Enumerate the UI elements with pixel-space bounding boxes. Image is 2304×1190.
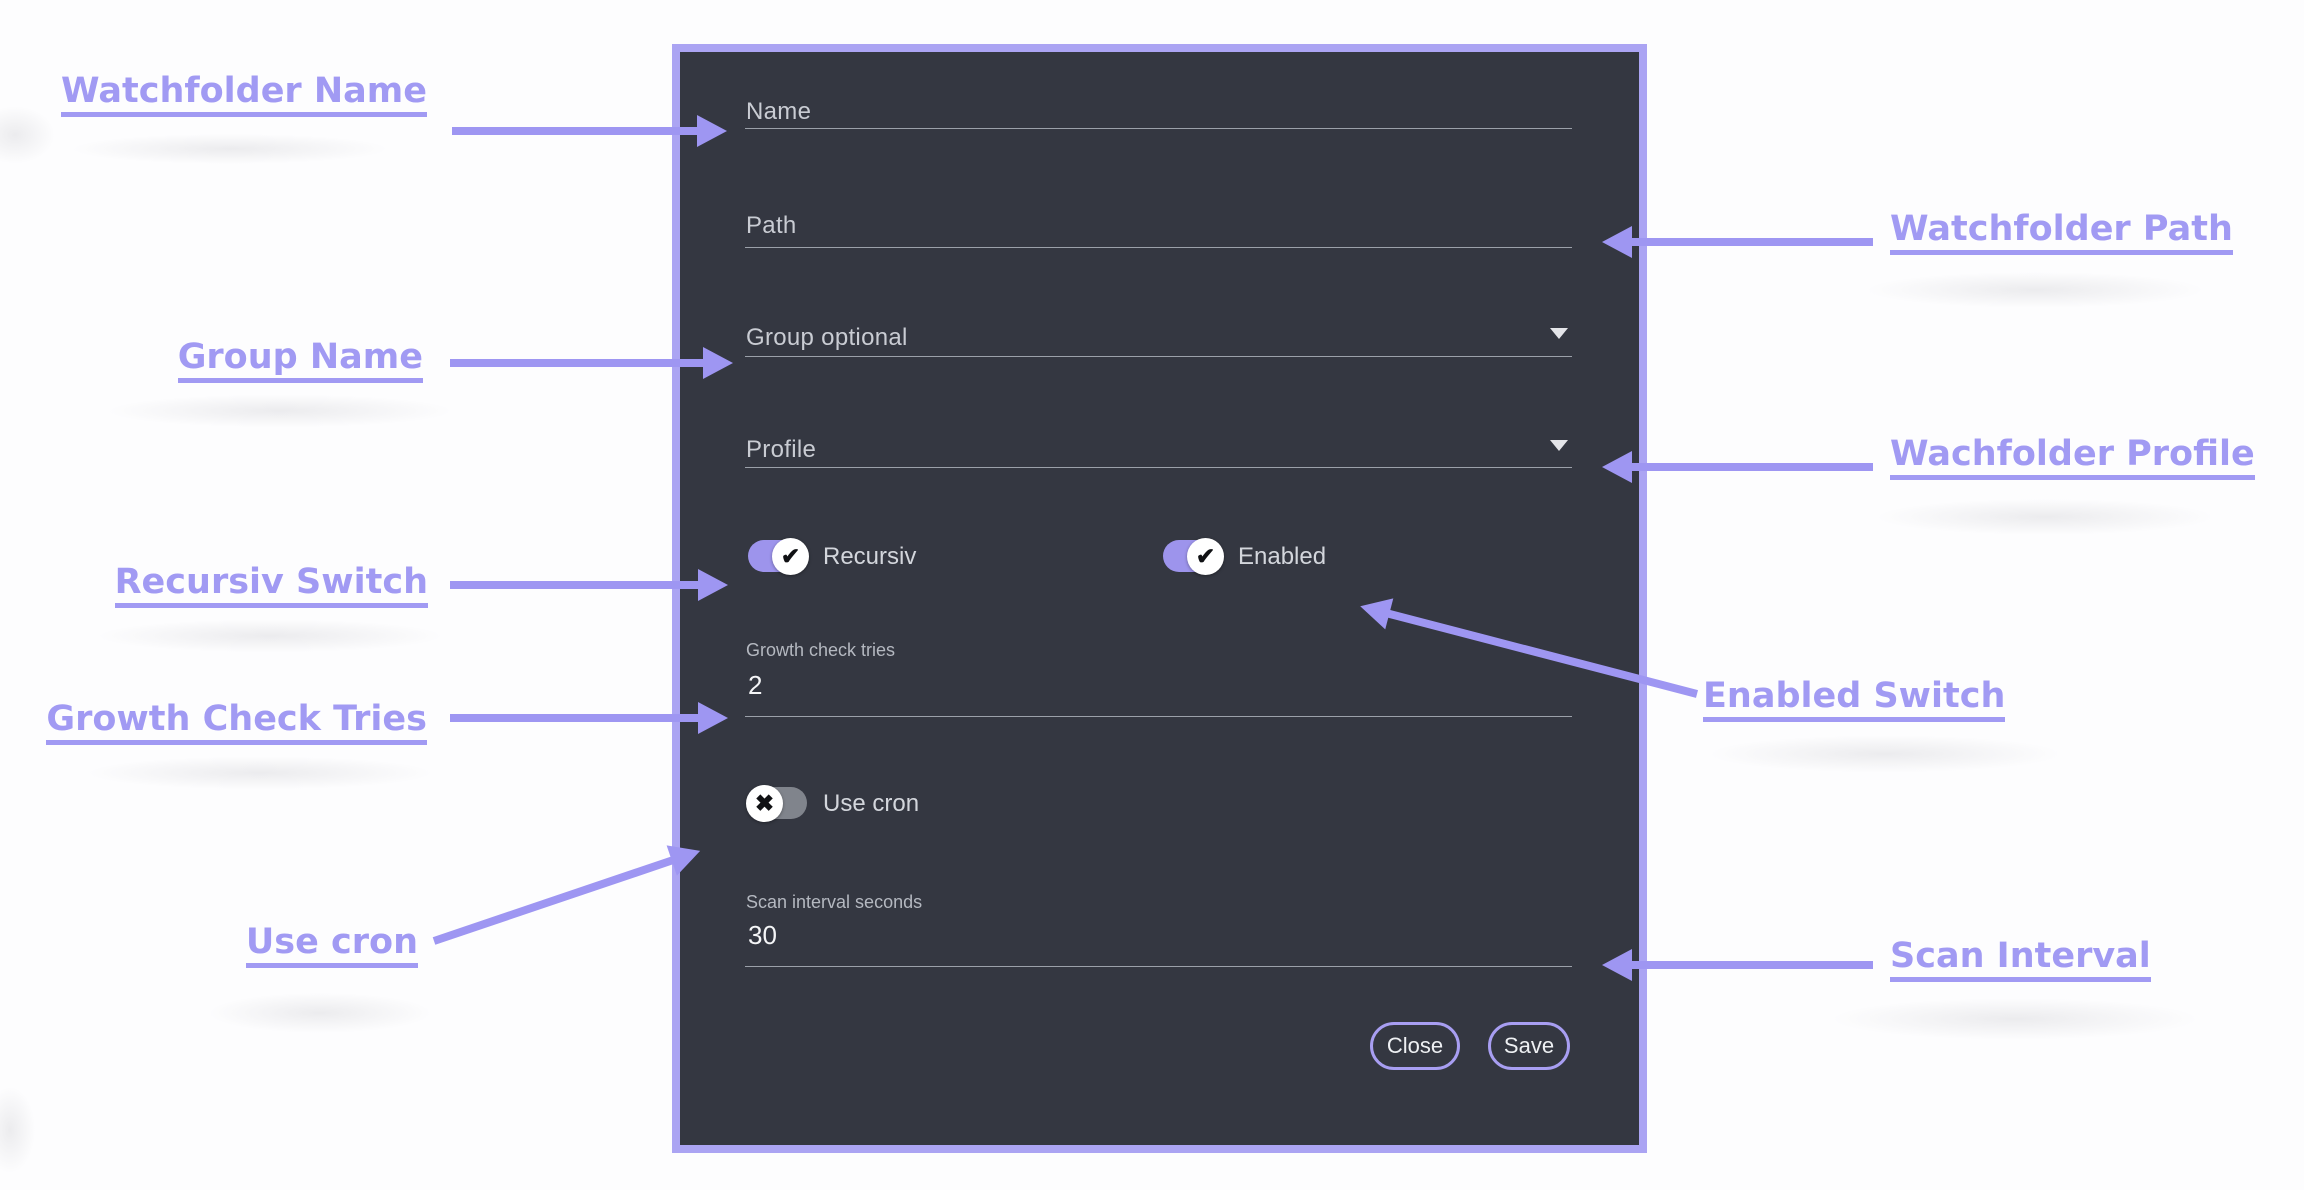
arrow-use-cron <box>432 835 706 945</box>
enabled-toggle-label: Enabled <box>1238 543 1327 570</box>
growth-check-tries-value[interactable]: 2 <box>748 670 763 700</box>
recursiv-toggle-label: Recursiv <box>823 543 917 570</box>
shadow-blob <box>1640 728 2130 780</box>
path-input[interactable] <box>745 247 1572 248</box>
close-button[interactable]: Close <box>1370 1022 1460 1070</box>
annotation-watchfolder-path: Watchfolder Path <box>1890 212 2233 255</box>
shadow-blob <box>0 1070 45 1190</box>
profile-select[interactable] <box>745 467 1572 468</box>
shadow-blob <box>1810 492 2280 542</box>
shadow-blob <box>165 985 475 1041</box>
scan-interval-label: Scan interval seconds <box>746 892 923 912</box>
annotation-use-cron: Use cron <box>245 925 418 968</box>
growth-check-tries-input[interactable] <box>745 716 1572 717</box>
annotation-wachfolder-profile: Wachfolder Profile <box>1890 437 2255 480</box>
shadow-blob <box>0 95 70 175</box>
name-field-label: Name <box>746 98 812 125</box>
shadow-blob <box>1760 990 2270 1048</box>
annotation-growth-check-tries: Growth Check Tries <box>46 702 427 745</box>
annotation-scan-interval: Scan Interval <box>1890 939 2151 982</box>
save-button[interactable]: Save <box>1488 1022 1570 1070</box>
shadow-blob <box>1800 265 2270 315</box>
shadow-blob <box>10 128 450 170</box>
shadow-blob <box>30 613 510 659</box>
scan-interval-input[interactable] <box>745 966 1572 967</box>
name-input[interactable] <box>745 128 1572 129</box>
check-icon: ✔ <box>1195 543 1216 569</box>
scan-interval-value[interactable]: 30 <box>748 920 777 950</box>
use-cron-toggle-label: Use cron <box>823 790 920 817</box>
annotation-recursiv-switch: Recursiv Switch <box>114 565 428 608</box>
cross-icon: ✖ <box>754 790 775 816</box>
group-select[interactable] <box>745 356 1572 357</box>
watchfolder-dialog: Name Path Group optional Profile ✔ Recur… <box>672 44 1647 1153</box>
dropdown-caret-icon[interactable] <box>1550 440 1568 451</box>
use-cron-toggle-thumb[interactable]: ✖ <box>746 785 783 822</box>
recursiv-toggle-thumb[interactable]: ✔ <box>772 538 809 575</box>
annotation-group-name: Group Name <box>177 340 423 383</box>
annotation-enabled-switch: Enabled Switch <box>1703 679 2006 722</box>
annotation-watchfolder-name: Watchfolder Name <box>61 74 427 117</box>
shadow-blob <box>20 750 500 796</box>
dropdown-caret-icon[interactable] <box>1550 328 1568 339</box>
group-select-label: Group optional <box>746 324 908 351</box>
check-icon: ✔ <box>780 543 801 569</box>
profile-select-label: Profile <box>746 436 817 463</box>
shadow-blob <box>40 388 520 434</box>
enabled-toggle-thumb[interactable]: ✔ <box>1187 538 1224 575</box>
growth-check-tries-label: Growth check tries <box>746 640 896 660</box>
path-field-label: Path <box>746 212 797 239</box>
